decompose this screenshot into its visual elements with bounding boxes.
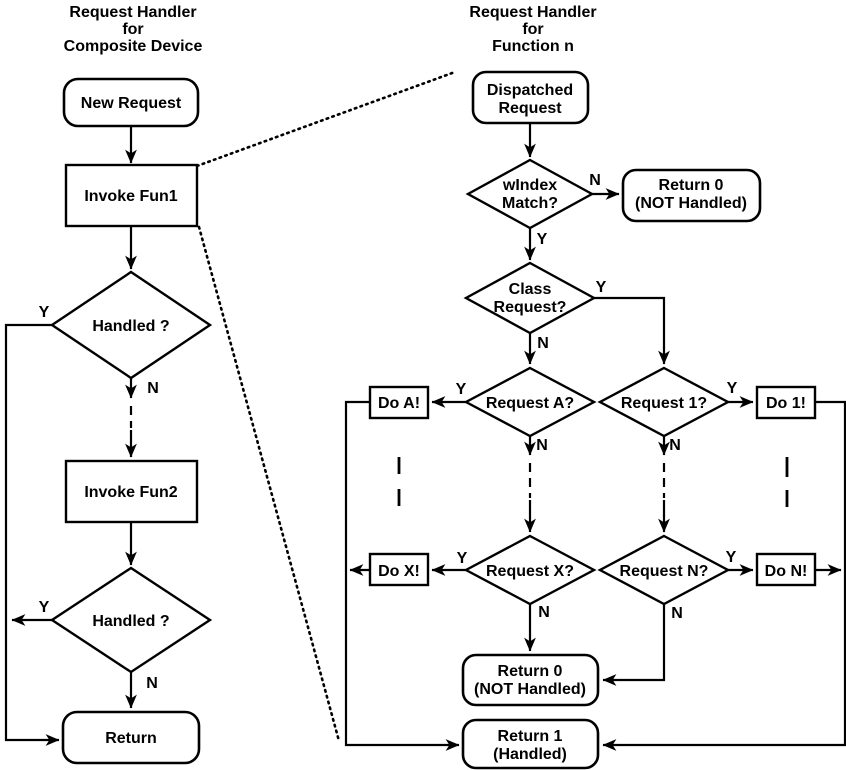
request-a-label: Request A? xyxy=(486,395,574,412)
handled-1-label: Handled ? xyxy=(92,318,169,335)
connector-do1-return1 xyxy=(602,400,846,751)
node-new-request: New Request xyxy=(62,77,200,128)
do-n-label: Do N! xyxy=(765,563,808,580)
return-0-bottom-shape xyxy=(461,653,600,707)
return-shape xyxy=(61,710,201,765)
return-0-top-label-line1: Return 0 xyxy=(659,177,724,194)
request-n-yes-label: Y xyxy=(726,549,737,566)
node-do-n: Do N! xyxy=(755,552,817,587)
zoom-callout-line-top xyxy=(195,70,457,168)
request-a-no-label: N xyxy=(536,437,548,454)
node-request-a: Request A? xyxy=(463,366,597,438)
class-yes-label: Y xyxy=(596,279,607,296)
new-request-label: New Request xyxy=(81,95,182,112)
handled-2-yes-label: Y xyxy=(39,599,50,616)
windex-match-label-line1: wIndex xyxy=(502,177,557,194)
right-chart-title-line2: for xyxy=(522,21,543,38)
request-a-yes-label: Y xyxy=(456,381,467,398)
request-1-label: Request 1? xyxy=(621,395,707,412)
node-return: Return xyxy=(61,710,201,765)
return-0-top-label-line2: (NOT Handled) xyxy=(635,195,747,212)
invoke-fun1-shape xyxy=(64,163,199,228)
handled-2-label: Handled ? xyxy=(92,613,169,630)
left-chart-title-line3: Composite Device xyxy=(64,38,203,55)
class-request-shape xyxy=(463,261,597,335)
handled-1-no-label: N xyxy=(147,380,159,397)
node-handled-1: Handled ? xyxy=(49,270,213,380)
node-do-x: Do X! xyxy=(368,552,430,587)
dispatched-request-label-line1: Dispatched xyxy=(487,82,573,99)
handled-2-no-label: N xyxy=(146,675,158,692)
do-a-label: Do A! xyxy=(378,395,420,412)
do-n-shape xyxy=(755,552,817,587)
handled-1-yes-label: Y xyxy=(39,304,50,321)
function-n-chart: Request Handler for Function n Dispatche… xyxy=(344,4,846,770)
request-1-no-label: N xyxy=(669,437,681,454)
request-n-no-label: N xyxy=(671,605,683,622)
node-request-x: Request X? xyxy=(463,534,597,606)
class-no-label: N xyxy=(537,335,549,352)
return-1-shape xyxy=(461,718,600,770)
class-request-label-line1: Class xyxy=(509,281,552,298)
connector-doa-return1 xyxy=(344,400,460,751)
return-1-label-line1: Return 1 xyxy=(498,728,563,745)
composite-device-chart: Request Handler for Composite Device New… xyxy=(4,4,213,765)
request-x-label: Request X? xyxy=(486,563,574,580)
node-return-0-bottom: Return 0 (NOT Handled) xyxy=(461,653,600,707)
node-invoke-fun1: Invoke Fun1 xyxy=(64,163,199,228)
left-chart-title-line1: Request Handler xyxy=(69,4,196,21)
connector-handled1-yes-return xyxy=(4,323,60,746)
node-class-request: Class Request? xyxy=(463,261,597,335)
do-x-label: Do X! xyxy=(378,563,420,580)
return-0-bottom-label-line1: Return 0 xyxy=(498,663,563,680)
node-do-1: Do 1! xyxy=(755,385,817,420)
return-1-label-line2: (Handled) xyxy=(493,746,567,763)
request-n-label: Request N? xyxy=(620,563,709,580)
connector-requestn-no-return0 xyxy=(602,604,666,686)
return-0-top-shape xyxy=(621,168,762,223)
node-dispatched-request: Dispatched Request xyxy=(471,70,590,125)
windex-yes-label: Y xyxy=(537,231,548,248)
right-chart-title-line1: Request Handler xyxy=(469,4,596,21)
node-handled-2: Handled ? xyxy=(49,566,213,674)
class-request-label-line2: Request? xyxy=(494,299,567,316)
node-return-1: Return 1 (Handled) xyxy=(461,718,600,770)
return-0-bottom-label-line2: (NOT Handled) xyxy=(474,681,586,698)
left-chart-title-line2: for xyxy=(122,21,143,38)
node-invoke-fun2: Invoke Fun2 xyxy=(64,459,199,524)
node-windex-match: wIndex Match? xyxy=(465,158,595,230)
right-chart-title-line3: Function n xyxy=(492,38,574,55)
request-x-yes-label: Y xyxy=(457,550,468,567)
windex-no-label: N xyxy=(589,172,601,189)
connector-class-yes-request1 xyxy=(594,296,670,365)
request-x-no-label: N xyxy=(538,604,550,621)
return-label: Return xyxy=(105,730,157,747)
dispatched-request-label-line2: Request xyxy=(498,100,562,117)
node-return-0-top: Return 0 (NOT Handled) xyxy=(621,168,762,223)
invoke-fun2-shape xyxy=(64,459,199,524)
windex-match-label-line2: Match? xyxy=(502,195,558,212)
node-do-a: Do A! xyxy=(368,385,430,420)
zoom-callout-line-bottom xyxy=(197,225,341,743)
do-1-label: Do 1! xyxy=(766,395,806,412)
invoke-fun1-label: Invoke Fun1 xyxy=(84,188,177,205)
invoke-fun2-label: Invoke Fun2 xyxy=(84,484,177,501)
windex-match-shape xyxy=(465,158,595,230)
node-request-n: Request N? xyxy=(597,534,731,606)
node-request-1: Request 1? xyxy=(597,366,731,438)
request-1-yes-label: Y xyxy=(727,380,738,397)
